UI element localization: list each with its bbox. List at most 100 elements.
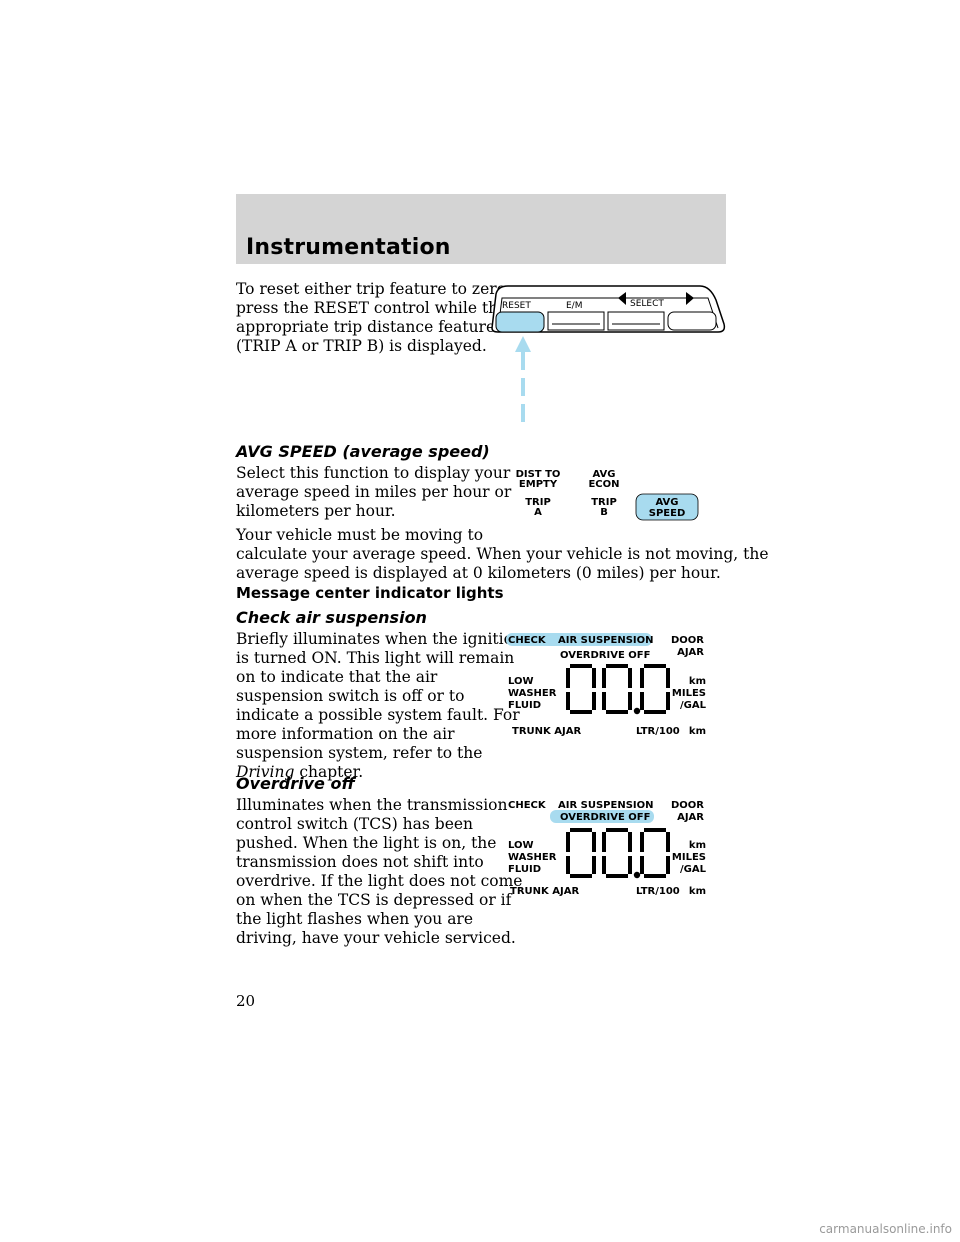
reset-label: RESET <box>502 301 531 311</box>
avg-speed-paragraph-1: Select this function to display your ave… <box>236 464 511 521</box>
km2-label: km <box>689 886 706 897</box>
text-line: on when the TCS is depressed or if <box>236 891 512 909</box>
decimal-point <box>633 871 641 879</box>
trunk-ajar-label: TRUNK AJAR <box>510 886 579 897</box>
air-suspension-label: AIR SUSPENSION <box>558 635 654 646</box>
trip-b-label: TRIP <box>591 497 617 508</box>
ajar-label: AJAR <box>677 647 704 658</box>
text-line: suspension system, refer to the <box>236 744 483 762</box>
em-label: E/M <box>566 301 582 311</box>
chapter-reference: Driving <box>236 763 295 781</box>
text-line: transmission does not shift into <box>236 853 484 871</box>
washer-label: WASHER <box>508 852 557 863</box>
text-line: Select this function to display your <box>236 464 511 482</box>
select-left-button[interactable] <box>607 311 665 331</box>
section-title: Instrumentation <box>246 235 451 260</box>
overdrive-paragraph: Illuminates when the transmission contro… <box>236 796 522 948</box>
pointer-arrowhead-icon <box>515 336 531 352</box>
overdrive-heading: Overdrive off <box>236 774 355 793</box>
km-label: km <box>689 676 706 687</box>
miles-label: MILES <box>672 688 706 699</box>
trip-a-label: TRIP <box>525 497 551 508</box>
low-label: LOW <box>508 840 534 851</box>
select-left-arrow-icon <box>618 292 626 305</box>
econ-label: ECON <box>588 479 619 490</box>
page-number: 20 <box>236 992 256 1010</box>
overdrive-off-highlight <box>550 810 654 823</box>
air-suspension-label: AIR SUSPENSION <box>558 800 654 811</box>
km2-label: km <box>689 726 706 737</box>
text-line: indicate a possible system fault. For <box>236 706 520 724</box>
avg-label: AVG <box>592 469 615 480</box>
select-right-button[interactable] <box>667 311 717 331</box>
check-label: CHECK <box>508 635 547 646</box>
text-line: the light flashes when you are <box>236 910 474 928</box>
text-line: To reset either trip feature to zero, <box>236 280 511 298</box>
text-line: more information on the air <box>236 725 455 743</box>
avg-speed-heading: AVG SPEED (average speed) <box>236 442 490 461</box>
text-line: average speed is displayed at 0 kilomete… <box>236 564 721 582</box>
dist-to-label: DIST TO <box>516 469 561 480</box>
function-grid-figure: DIST TO EMPTY AVG ECON TRIP A TRIP B AVG… <box>500 466 710 526</box>
trunk-ajar-label: TRUNK AJAR <box>512 726 581 737</box>
avg-speed-highlight <box>635 493 699 521</box>
reset-paragraph: To reset either trip feature to zero, pr… <box>236 280 511 356</box>
check-label: CHECK <box>508 800 547 811</box>
display-figure-air-suspension: CHECK AIR SUSPENSION DOOR AJAR OVERDRIVE… <box>500 628 720 740</box>
avg-speed-label-top: AVG <box>655 497 678 508</box>
check-air-paragraph: Briefly illuminates when the ignition is… <box>236 630 523 782</box>
reset-button[interactable] <box>495 311 545 333</box>
control-panel-figure: RESET E/M SELECT <box>488 280 728 428</box>
display-figure-overdrive: CHECK AIR SUSPENSION DOOR AJAR OVERDRIVE… <box>500 794 720 900</box>
watermark-link[interactable]: carmanualsonline.info <box>819 1222 952 1236</box>
text-line: Briefly illuminates when the ignition <box>236 630 523 648</box>
gal-label: /GAL <box>680 864 707 875</box>
gal-label: /GAL <box>680 700 707 711</box>
text-line: driving, have your vehicle serviced. <box>236 929 516 947</box>
text-line: on to indicate that the air <box>236 668 438 686</box>
overdrive-off-label: OVERDRIVE OFF <box>560 650 650 661</box>
overdrive-off-label: OVERDRIVE OFF <box>560 812 650 823</box>
text-line: Illuminates when the transmission <box>236 796 508 814</box>
ltr100-label: LTR/100 <box>636 726 680 737</box>
miles-label: MILES <box>672 852 706 863</box>
avg-speed-paragraph-2: Your vehicle must be moving to calculate… <box>236 526 769 583</box>
empty-label: EMPTY <box>519 479 558 490</box>
select-right-arrow-icon <box>686 292 694 305</box>
door-label: DOOR <box>671 800 704 811</box>
text-line: suspension switch is off or to <box>236 687 465 705</box>
text-line: is turned ON. This light will remain <box>236 649 515 667</box>
text-line: (TRIP A or TRIP B) is displayed. <box>236 337 487 355</box>
avg-speed-label-bottom: SPEED <box>649 508 686 519</box>
door-label: DOOR <box>671 635 704 646</box>
em-button[interactable] <box>547 311 605 331</box>
text-line: overdrive. If the light does not come <box>236 872 523 890</box>
text-line: appropriate trip distance feature <box>236 318 496 336</box>
trip-a-letter: A <box>534 507 542 518</box>
check-air-heading: Check air suspension <box>236 608 427 627</box>
text-line: pushed. When the light is on, the <box>236 834 497 852</box>
fluid-label: FLUID <box>508 864 541 875</box>
ltr100-label: LTR/100 <box>636 886 680 897</box>
text-fragment: chapter. <box>299 763 364 781</box>
text-line: Your vehicle must be moving to <box>236 526 484 544</box>
text-line: kilometers per hour. <box>236 502 396 520</box>
text-line: calculate your average speed. When your … <box>236 545 769 563</box>
text-line: average speed in miles per hour or <box>236 483 512 501</box>
text-line: control switch (TCS) has been <box>236 815 474 833</box>
air-suspension-highlight <box>506 633 652 646</box>
low-label: LOW <box>508 676 534 687</box>
km-label: km <box>689 840 706 851</box>
section-header: Instrumentation <box>236 194 726 264</box>
segment-digits <box>566 664 670 714</box>
select-label: SELECT <box>630 299 664 309</box>
washer-label: WASHER <box>508 688 557 699</box>
text-line: Driving chapter. <box>236 763 523 782</box>
decimal-point <box>633 707 641 715</box>
text-line: press the RESET control while the <box>236 299 508 317</box>
message-center-heading: Message center indicator lights <box>236 584 504 602</box>
segment-digits <box>566 828 670 878</box>
ajar-label: AJAR <box>677 812 704 823</box>
trip-b-letter: B <box>600 507 608 518</box>
fluid-label: FLUID <box>508 700 541 711</box>
